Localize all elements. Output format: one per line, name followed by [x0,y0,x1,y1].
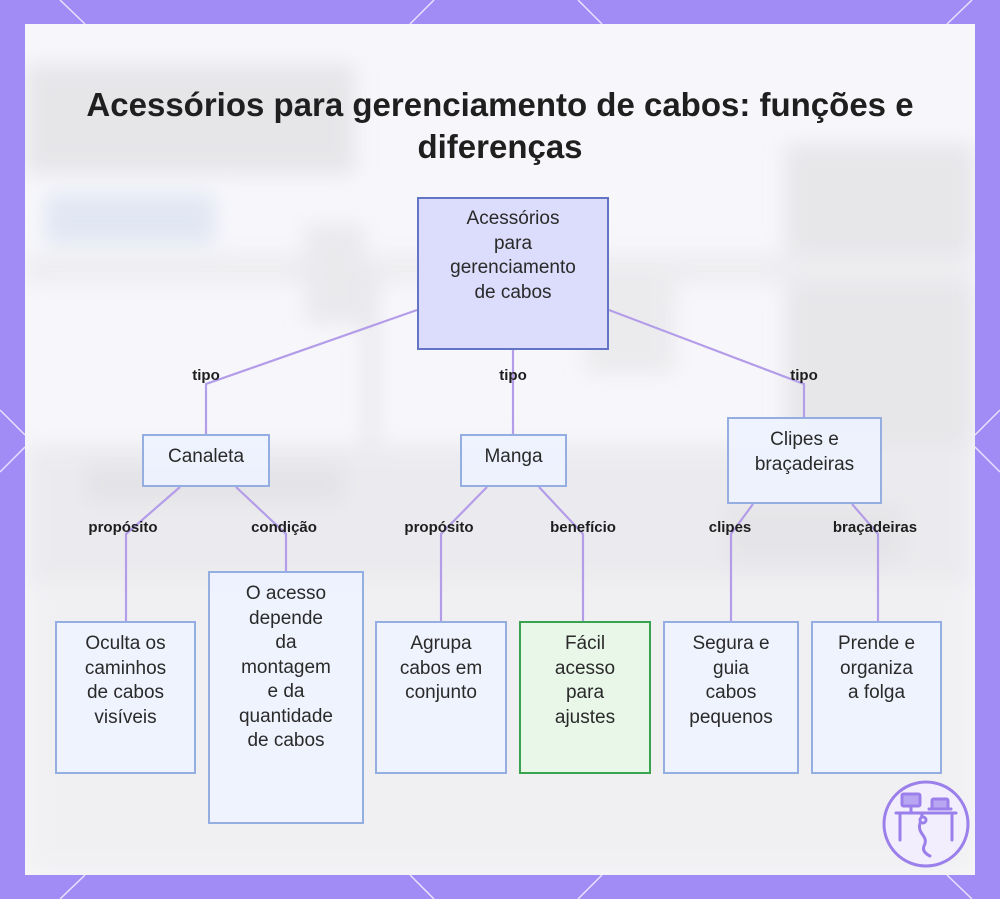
node-agrupa-cabos: Agrupa cabos em conjunto [375,621,507,774]
edge-label-tipo-canaleta: tipo [192,367,220,384]
edge-label-proposito-manga: propósito [404,519,474,536]
node-oculta-caminhos: Oculta os caminhos de cabos visíveis [55,621,196,774]
node-segura-guia: Segura e guia cabos pequenos [663,621,799,774]
edge-label-tipo-manga: tipo [499,367,527,384]
diagram-title: Acessórios para gerenciamento de cabos: … [86,86,914,165]
edge-label-bracadeiras: braçadeiras [832,519,918,536]
connector-lines [124,308,880,621]
edge-label-tipo-clipes: tipo [790,367,818,384]
edge-label-beneficio: benefício [550,519,616,536]
node-canaleta: Canaleta [142,434,270,487]
node-acesso-depende: O acesso depende da montagem e da quanti… [208,571,364,824]
node-prende-organiza: Prende e organiza a folga [811,621,942,774]
diagram-card: Acessórios para gerenciamento de cabos: … [25,24,975,875]
node-facil-acesso: Fácil acesso para ajustes [519,621,651,774]
edge-label-proposito-canaleta: propósito [88,519,158,536]
edge-label-clipes: clipes [708,519,752,536]
node-clipes-bracadeiras: Clipes e braçadeiras [727,417,882,504]
desk-cable-icon [882,780,970,868]
edge-label-condicao: condição [251,519,317,536]
node-manga: Manga [460,434,567,487]
node-root: Acessórios para gerenciamento de cabos [417,197,609,350]
